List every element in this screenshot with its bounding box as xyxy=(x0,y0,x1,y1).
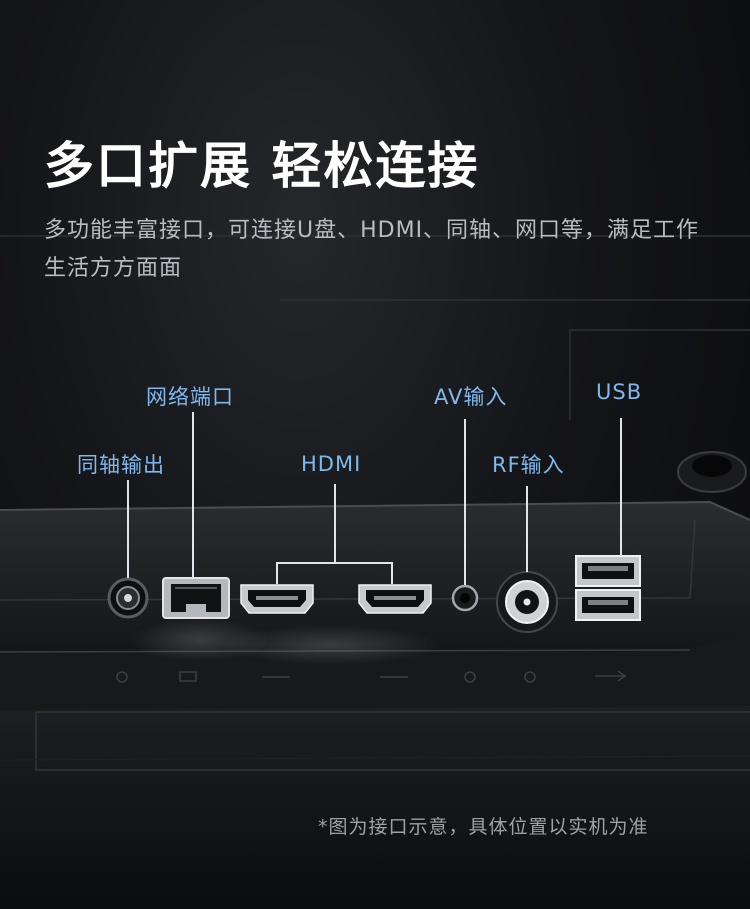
label-hdmi: HDMI xyxy=(301,452,362,476)
leader-line-rf xyxy=(526,486,528,572)
coaxial-port-icon xyxy=(107,577,149,619)
leader-line-coaxial xyxy=(127,480,129,578)
label-usb: USB xyxy=(596,380,643,404)
leader-line-hdmi xyxy=(334,484,336,562)
description: 多功能丰富接口，可连接U盘、HDMI、同轴、网口等，满足工作生活方方面面 xyxy=(44,218,700,281)
ethernet-port-icon xyxy=(162,577,230,619)
leader-bracket-hdmi xyxy=(276,562,393,564)
rf-connector-icon xyxy=(496,571,558,633)
hdmi-port-2-icon xyxy=(358,584,432,614)
usb-ports-icon xyxy=(575,555,641,621)
label-av: AV输入 xyxy=(434,385,508,409)
label-coaxial: 同轴输出 xyxy=(77,453,165,477)
port-markings xyxy=(116,670,627,683)
footnote: *图为接口示意，具体位置以实机为准 xyxy=(318,816,649,838)
headline: 多口扩展 轻松连接 xyxy=(44,137,480,195)
leader-drop-hdmi-2 xyxy=(391,562,393,584)
leader-line-av xyxy=(464,419,466,585)
leader-line-usb xyxy=(620,418,622,556)
label-ethernet: 网络端口 xyxy=(146,385,234,409)
hdmi-port-1-icon xyxy=(240,584,314,614)
leader-drop-hdmi-1 xyxy=(276,562,278,584)
av-jack-icon xyxy=(451,584,479,612)
label-rf: RF输入 xyxy=(492,453,565,477)
leader-line-ethernet xyxy=(192,412,194,578)
